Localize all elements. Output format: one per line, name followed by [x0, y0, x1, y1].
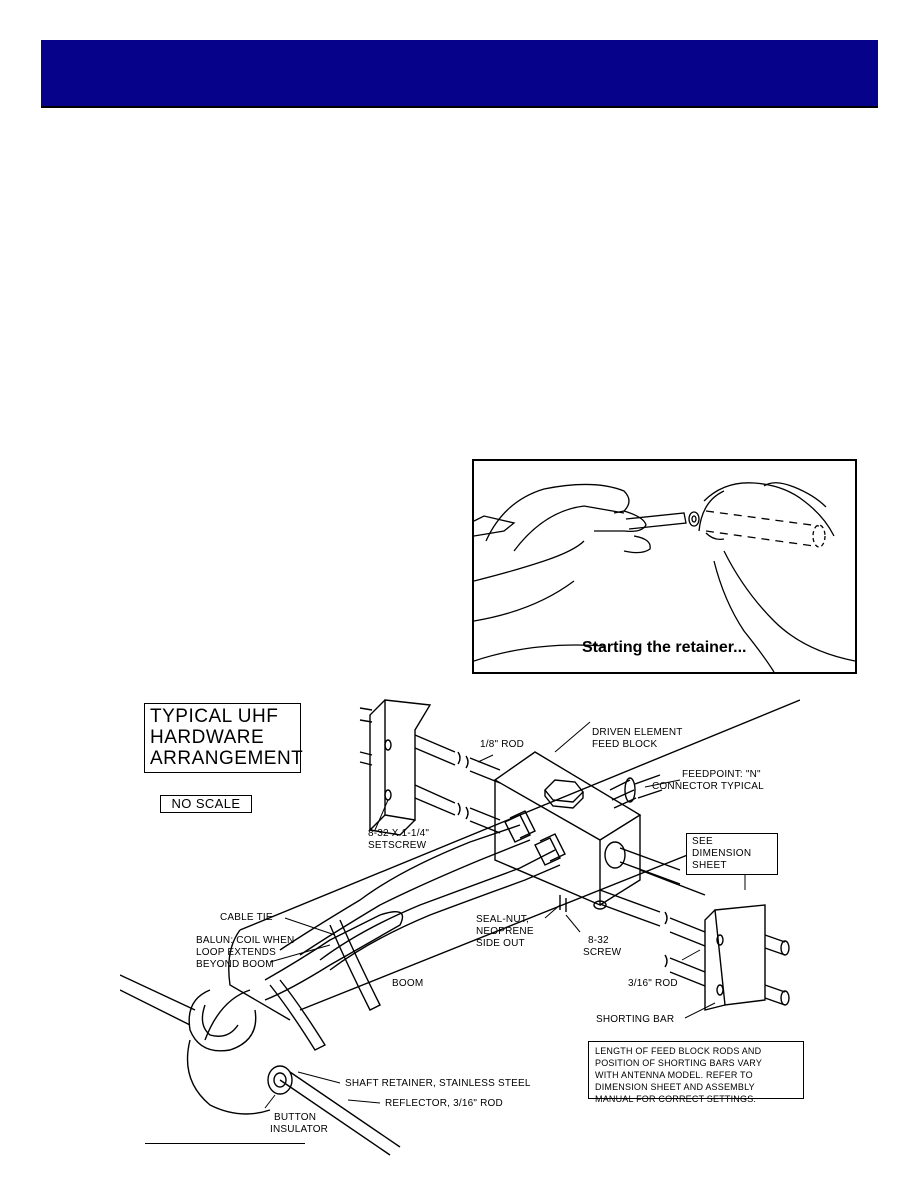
label-sealnut-3: SIDE OUT: [476, 938, 525, 949]
label-screw-2: SCREW: [583, 947, 622, 958]
label-screw-1: 8-32: [588, 935, 609, 946]
see-box-line-1: SEE: [692, 836, 713, 847]
label-driven-element-2: FEED BLOCK: [592, 739, 657, 750]
label-feedpoint-1: FEEDPOINT: "N": [682, 769, 761, 780]
note-line-2: POSITION OF SHORTING BARS VARY: [595, 1058, 763, 1068]
boom-end: [228, 929, 291, 1021]
label-rod-316: 3/16" ROD: [628, 978, 678, 989]
label-setscrew-1: 8-32 X 1-1/4": [368, 828, 429, 839]
hands-illustration: [474, 482, 855, 672]
note-line-4: DIMENSION SHEET AND ASSEMBLY: [595, 1082, 755, 1092]
label-balun-1: BALUN: COIL WHEN: [196, 935, 294, 946]
label-balun-2: LOOP EXTENDS: [196, 947, 276, 958]
see-box-line-2: DIMENSION: [692, 848, 752, 859]
note-line-5: MANUAL FOR CORRECT SETTINGS.: [595, 1094, 757, 1104]
drawing-title-line-2: HARDWARE: [150, 727, 265, 748]
balun-loop: [188, 989, 257, 1052]
note-line-3: WITH ANTENNA MODEL. REFER TO: [595, 1070, 753, 1080]
footer-rule: [145, 1143, 305, 1144]
label-sealnut-1: SEAL-NUT,: [476, 914, 529, 925]
label-boom: BOOM: [392, 978, 423, 989]
photo-illustration: Starting the retainer...: [472, 459, 857, 674]
label-balun-3: BEYOND BOOM: [196, 959, 274, 970]
label-sealnut-2: NEOPRENE: [476, 926, 534, 937]
no-scale-box: NO SCALE: [160, 795, 252, 813]
right-shorting-bar: [714, 904, 766, 1006]
label-button-1: BUTTON: [274, 1112, 316, 1123]
button-insulator: [267, 1065, 293, 1095]
drawing-title-line-1: TYPICAL UHF: [150, 706, 279, 727]
coax-cable-upper: [279, 824, 521, 951]
n-connector: [609, 779, 637, 809]
label-button-2: INSULATOR: [270, 1124, 328, 1135]
see-dimension-box: SEE DIMENSION SHEET: [686, 833, 778, 875]
label-feedpoint-2: CONNECTOR TYPICAL: [652, 781, 764, 792]
see-box-line-3: SHEET: [692, 860, 727, 871]
note-line-1: LENGTH OF FEED BLOCK RODS AND: [595, 1046, 762, 1056]
label-driven-element-1: DRIVEN ELEMENT: [592, 727, 683, 738]
label-shorting-bar: SHORTING BAR: [596, 1014, 674, 1025]
coax-cable-lower: [319, 849, 556, 961]
label-shaft-retainer: SHAFT RETAINER, STAINLESS STEEL: [345, 1078, 531, 1089]
left-element-rod: [120, 974, 196, 1026]
header-band: [41, 40, 878, 108]
drawing-title-box: TYPICAL UHF HARDWARE ARRANGEMENT: [144, 703, 304, 773]
photo-caption: Starting the retainer...: [582, 639, 747, 656]
hardware-arrangement-drawing: 1/8" ROD DRIVEN ELEMENT FEED BLOCK FEEDP…: [120, 699, 800, 1156]
reflector-rod: [279, 1071, 401, 1156]
label-setscrew-2: SETSCREW: [368, 840, 427, 851]
label-reflector: REFLECTOR, 3/16" ROD: [385, 1098, 503, 1109]
boom-bottom-edge: [299, 849, 701, 1011]
settings-note-box: LENGTH OF FEED BLOCK RODS AND POSITION O…: [588, 1041, 804, 1104]
drawing-title-line-3: ARRANGEMENT: [150, 748, 304, 769]
label-cable-tie: CABLE TIE: [220, 912, 273, 923]
label-rod-18: 1/8" ROD: [480, 739, 524, 750]
